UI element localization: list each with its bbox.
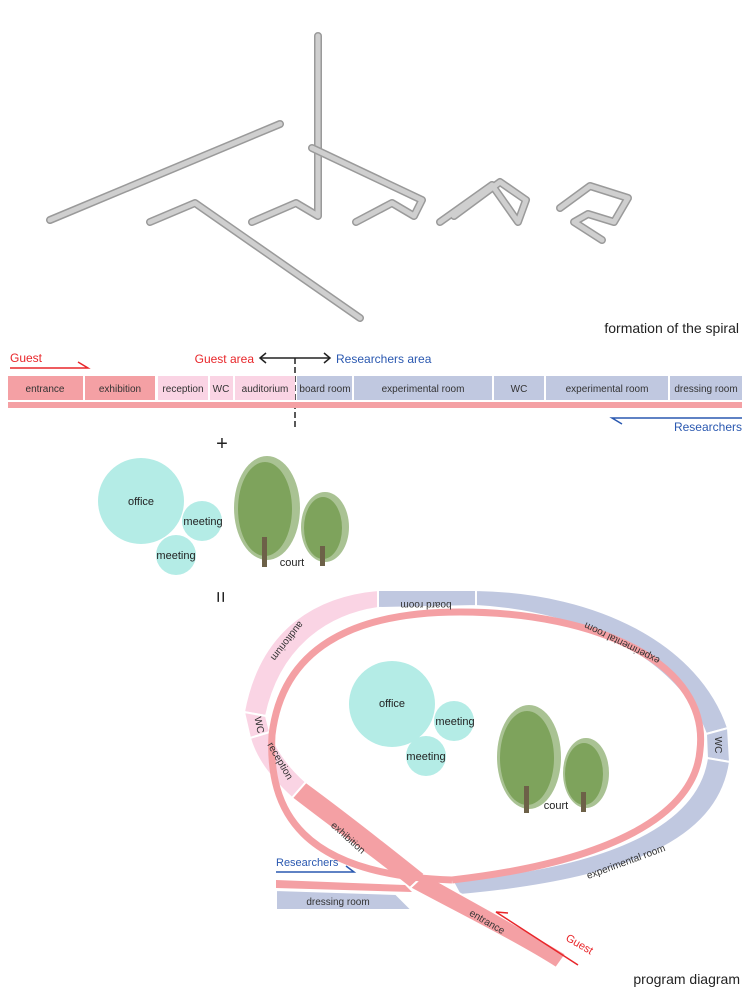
meeting-label-1: meeting <box>183 516 222 528</box>
ring-researchers-label: Researchers <box>276 857 339 869</box>
strip-label-entrance: entrance <box>26 384 65 395</box>
strip-room-reception <box>158 376 208 400</box>
rod-model-6 <box>556 182 632 244</box>
strip-room-wc <box>210 376 233 400</box>
ring-label-wc-right: WC <box>712 737 723 754</box>
ring-circulation <box>268 608 705 884</box>
tree-large <box>234 456 300 567</box>
researchers-label: Researchers <box>674 420 742 434</box>
ring-researchers-arrow <box>276 865 357 873</box>
strip-room-exhibition <box>85 376 155 400</box>
office-label: office <box>128 496 154 508</box>
ring-meeting-bubble-1 <box>434 701 474 741</box>
spiral-ring <box>242 588 732 970</box>
ring-circulation-tail <box>276 880 412 892</box>
strip-room-auditorium <box>235 376 295 400</box>
ring-label-wc-left: WC <box>251 716 265 735</box>
strip-room-dressing <box>670 376 742 400</box>
strip-label-experimental-2: experimental room <box>566 384 649 395</box>
ring-meeting-label-1: meeting <box>435 716 474 728</box>
court-label: court <box>280 557 304 569</box>
ring-guest-arrow <box>495 911 579 966</box>
ring-entrance <box>408 872 568 970</box>
strip-label-board-room: board room <box>299 384 350 395</box>
rod-model-2 <box>146 199 364 322</box>
ring-tree-large <box>497 705 561 813</box>
ring-label-dressing-room: dressing room <box>306 897 369 908</box>
ring-tree-small <box>563 738 609 812</box>
program-caption: program diagram <box>633 971 740 987</box>
guest-label: Guest <box>10 351 43 365</box>
ring-office-bubble <box>349 661 435 747</box>
meeting-label-2: meeting <box>156 550 195 562</box>
rod-model-1 <box>46 120 284 224</box>
strip-label-wc-2: WC <box>511 384 528 395</box>
strip-room-experimental-2 <box>546 376 668 400</box>
strip-room-entrance <box>8 376 83 400</box>
tree-small <box>301 492 349 566</box>
guest-area-label: Guest area <box>195 352 255 366</box>
meeting-bubble-1 <box>182 501 222 541</box>
strip-label-reception: reception <box>162 384 203 395</box>
meeting-bubble-2 <box>156 535 196 575</box>
strip-label-exhibition: exhibition <box>99 384 141 395</box>
ring-label-board-room: board room <box>400 599 451 610</box>
ring-meeting-label-2: meeting <box>406 751 445 763</box>
equals-sign: = <box>209 591 231 603</box>
strip-room-wc-2 <box>494 376 544 400</box>
rod-model-4 <box>308 144 426 226</box>
ring-experimental-room-2 <box>450 756 732 897</box>
strip-label-experimental-1: experimental room <box>382 384 465 395</box>
ring-meeting-bubble-2 <box>406 736 446 776</box>
researchers-area-label: Researchers area <box>336 352 432 366</box>
rod-model-5 <box>436 178 530 226</box>
strip-room-experimental-1 <box>354 376 492 400</box>
spiral-caption: formation of the spiral <box>604 320 739 336</box>
ring-office-label: office <box>379 698 405 710</box>
office-bubble <box>98 458 184 544</box>
ring-guest-label: Guest <box>564 932 595 957</box>
strip-label-dressing: dressing room <box>674 384 737 395</box>
strip-room-board-room <box>297 376 352 400</box>
circulation-band <box>8 402 742 408</box>
ring-court-label: court <box>544 800 568 812</box>
program-cluster: office meeting meeting court <box>98 456 349 575</box>
ring-interior: office meeting meeting court <box>349 661 609 813</box>
program-strip: entrance exhibition reception WC auditor… <box>8 376 742 408</box>
rod-model-3 <box>248 32 322 226</box>
strip-label-wc: WC <box>213 384 230 395</box>
strip-label-auditorium: auditorium <box>242 384 289 395</box>
plus-sign: + <box>216 433 228 455</box>
researchers-arrow <box>609 417 742 425</box>
spiral-formation-models <box>46 32 632 322</box>
guest-arrow <box>10 361 91 369</box>
ring-dressing-room <box>275 888 415 911</box>
